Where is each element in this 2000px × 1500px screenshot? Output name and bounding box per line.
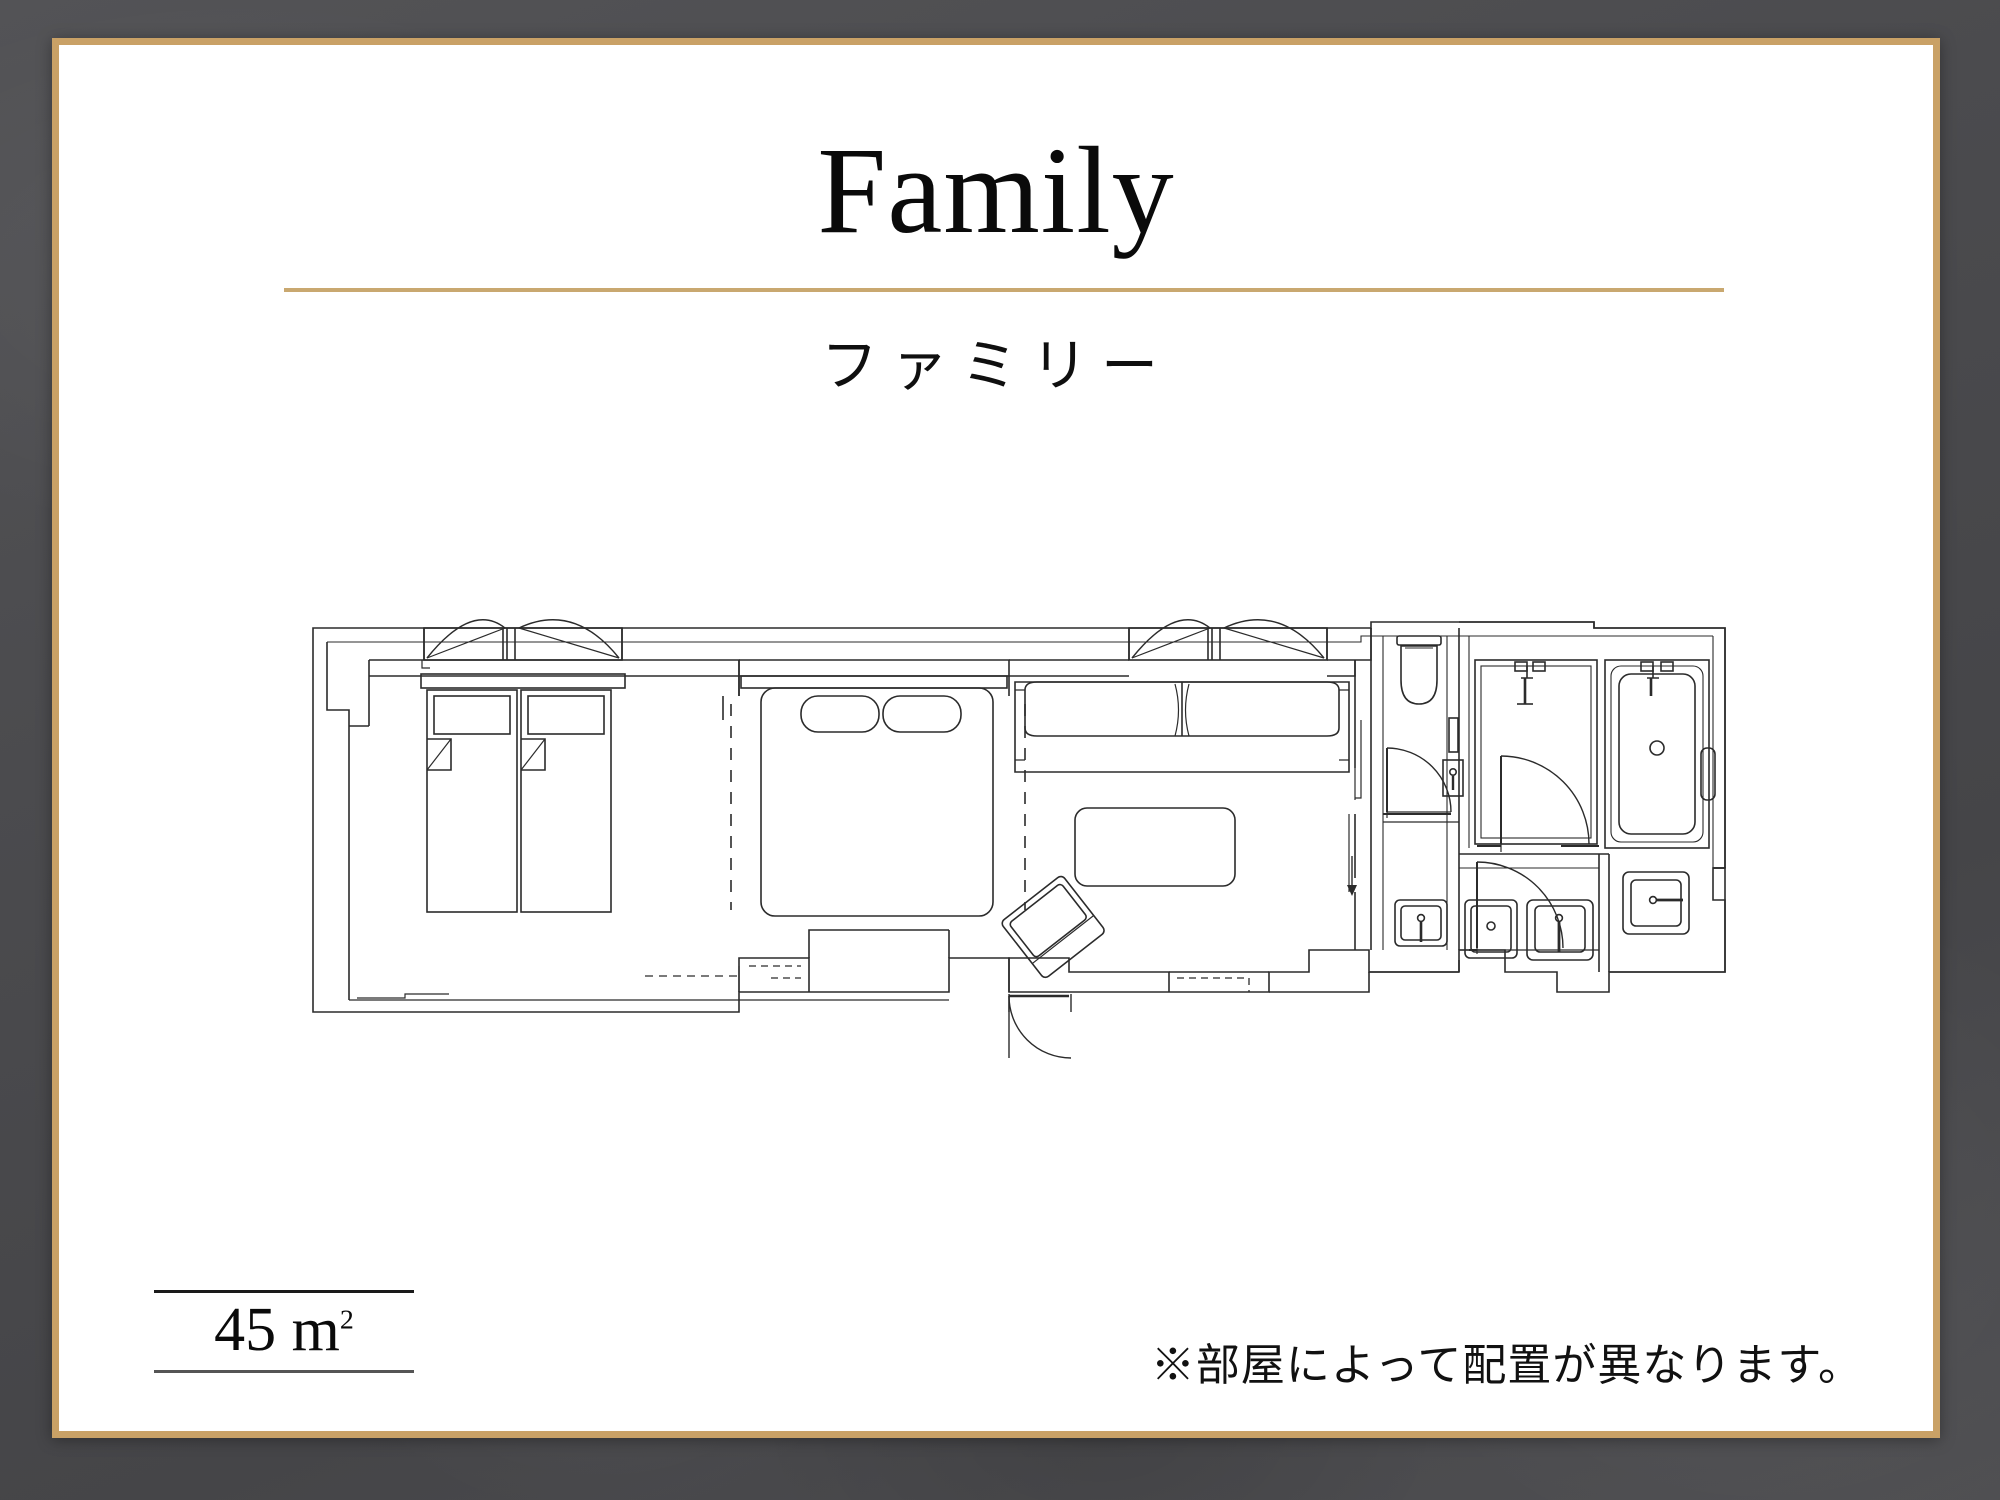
bathtub bbox=[1604, 659, 1716, 849]
wall-fixture bbox=[1448, 717, 1459, 753]
floor-plan-drawing bbox=[312, 619, 1726, 1059]
washbasin-mid bbox=[1464, 899, 1518, 959]
room-double-bedroom bbox=[645, 659, 1026, 992]
outer-walls bbox=[312, 621, 1726, 1013]
area-badge: 45 m2 bbox=[154, 1290, 414, 1374]
brochure-card: Family ファミリー bbox=[52, 38, 1940, 1438]
direction-arrow bbox=[1347, 885, 1357, 896]
area-label: 45 m2 bbox=[154, 1293, 414, 1370]
floor-plan bbox=[309, 600, 1729, 1120]
window-and-curtain-right bbox=[1128, 619, 1328, 661]
twin-bed-right bbox=[520, 689, 612, 913]
washbasin-3 bbox=[1526, 899, 1594, 961]
area-value: 45 m bbox=[214, 1296, 340, 1364]
room-living bbox=[1001, 619, 1372, 992]
pillow-right bbox=[527, 695, 605, 735]
room-vanity bbox=[1269, 853, 1726, 993]
headboard-shelf bbox=[420, 673, 626, 689]
area-unit-superscript: 2 bbox=[339, 1304, 354, 1336]
window-and-curtain-left bbox=[421, 619, 623, 669]
room-toilet bbox=[1370, 628, 1464, 950]
shower-zone bbox=[1474, 659, 1598, 845]
coffee-table bbox=[1074, 807, 1236, 887]
double-bed bbox=[760, 687, 994, 917]
area-rule-top bbox=[154, 1290, 414, 1293]
gold-divider bbox=[284, 288, 1724, 292]
area-rule-bottom bbox=[154, 1370, 414, 1374]
pillow-a bbox=[800, 695, 880, 733]
toilet bbox=[1396, 635, 1442, 705]
armchair bbox=[1001, 875, 1105, 979]
washbasin-2 bbox=[1622, 871, 1690, 935]
twin-bed-left bbox=[426, 689, 518, 913]
room-twin-bedroom bbox=[326, 619, 949, 1001]
wall-switch bbox=[1442, 759, 1464, 797]
tub-drain bbox=[1649, 740, 1665, 756]
layout-disclaimer: ※部屋によって配置が異なります。 bbox=[1150, 1340, 1863, 1391]
page-title: Family bbox=[817, 122, 1175, 259]
washbasin-1 bbox=[1394, 899, 1448, 947]
page-subtitle: ファミリー bbox=[821, 333, 1171, 399]
closet-left bbox=[738, 957, 810, 992]
pillow-left bbox=[433, 695, 511, 735]
room-bathroom bbox=[1459, 621, 1726, 869]
pillow-b bbox=[882, 695, 962, 733]
entrance-door bbox=[1008, 994, 1072, 1059]
two-seat-sofa bbox=[1014, 681, 1350, 773]
